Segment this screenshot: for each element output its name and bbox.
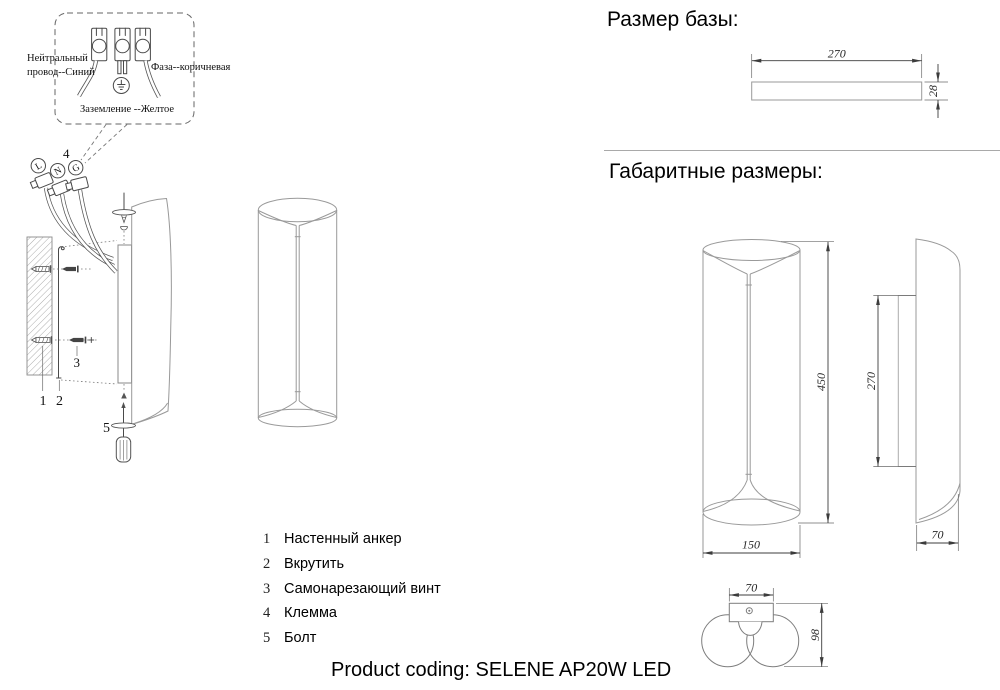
step-3-marker: 3 [74,355,81,370]
legend-item-number: 5 [263,630,271,647]
section-divider [604,150,1000,151]
legend-item-label: Настенный анкер [284,531,402,547]
legend-item-number: 3 [263,580,271,597]
bottom-bolt-screwdriver [111,384,136,463]
product-coding: Product coding: SELENE AP20W LED [331,659,672,681]
parts-legend: 1 Настенный анкер 2 Вкрутить 3 Самонарез… [263,531,441,655]
neutral-wire [77,60,99,97]
front-view-drawing: 450 150 [702,239,834,558]
step-5-marker: 5 [103,421,110,436]
legend-item-number: 4 [263,605,271,622]
width-dimension: 150 [702,514,801,558]
lamp-front-outline [702,239,801,526]
lamp-perspective-view [257,197,338,428]
legend-item: 3 Самонарезающий винт [263,581,441,606]
mounting-strip [56,246,65,379]
lamp-side-outline [915,238,961,524]
body-depth-value: 98 [808,629,822,641]
legend-item-label: Болт [284,630,317,647]
base-size-title: Размер базы: [607,8,739,31]
svg-text:G: G [71,163,82,175]
neutral-wire-label: Нейтральный [27,53,88,64]
screw-hole-icon [745,607,753,615]
base-length-value: 270 [828,47,846,61]
length-dimension: 270 [751,47,923,78]
center-tube-outline [738,621,763,636]
wiring-callout: Нейтральный провод--Синий Фаза--коричнев… [27,12,230,125]
legend-item: 1 Настенный анкер [263,531,441,556]
lamp-shade [131,197,172,426]
lamp-top-outline [701,602,800,668]
thickness-dimension: 28 [924,64,948,118]
height-value: 450 [814,373,828,391]
terminal-block-icon [91,27,108,62]
depth-value: 70 [932,528,944,542]
legend-item-number: 2 [263,555,271,572]
height-dimension: 450 [781,241,834,524]
bracket-width-dimension: 70 [728,581,774,602]
clamp-connectors [29,172,89,197]
backplate-height-value: 270 [864,372,878,390]
legend-item: 2 Вкрутить [263,556,441,581]
body-depth-dimension: 98 [776,602,828,668]
svg-text:N: N [53,166,64,178]
up-arrowhead-icon [121,392,127,399]
lamp-body-outline [257,197,338,428]
legend-item-label: Самонарезающий винт [284,580,441,597]
depth-dimension: 70 [916,494,959,551]
installation-diagram: Нейтральный провод--Синий Фаза--коричнев… [26,12,230,463]
wall-section [26,236,53,376]
alignment-dotted-lines [60,240,118,385]
step-1-marker: 1 [40,394,47,409]
overall-dims-title: Габаритные размеры: [609,160,823,183]
neutral-wire-label: провод--Синий [27,67,95,78]
legend-item: 4 Клемма [263,605,441,630]
phase-wire-label: Фаза--коричневая [151,62,230,73]
step-4-marker: 4 [63,146,70,161]
top-bolt [112,192,136,244]
wall-anchor-lower [30,336,97,344]
width-value: 150 [742,538,760,552]
terminal-n-badge: N [50,163,66,179]
ground-pins [117,60,128,75]
terminal-l-badge: L [30,158,46,174]
bracket-width-value: 70 [745,581,757,595]
lamp-backplate [117,244,132,384]
legend-item-number: 1 [263,531,271,547]
legend-item-label: Вкрутить [284,555,345,572]
backplate-outline [897,295,917,467]
step-2-marker: 2 [56,394,63,409]
terminal-block-icon [114,27,131,62]
terminal-block-icon [134,27,151,62]
svg-text:L: L [34,161,44,173]
supply-wires [43,187,118,274]
base-thickness-value: 28 [926,85,940,97]
up-arrowhead-icon [121,402,126,408]
top-view-drawing: 70 98 [701,581,828,668]
side-view-drawing: 270 70 [864,238,961,551]
phase-wire [143,60,161,99]
base-plate-outline [751,81,923,101]
callout-leader-lines [80,124,128,164]
backplate-height-dimension: 270 [864,295,916,467]
base-size-drawing: 270 28 [751,47,948,118]
wall-anchor-upper [30,265,93,273]
ground-symbol-icon [112,77,130,94]
terminal-g-badge: G [68,160,84,176]
legend-item-label: Клемма [284,605,337,622]
ground-wire-label: Заземление --Желтое [80,104,174,115]
legend-item: 5 Болт [263,630,441,655]
